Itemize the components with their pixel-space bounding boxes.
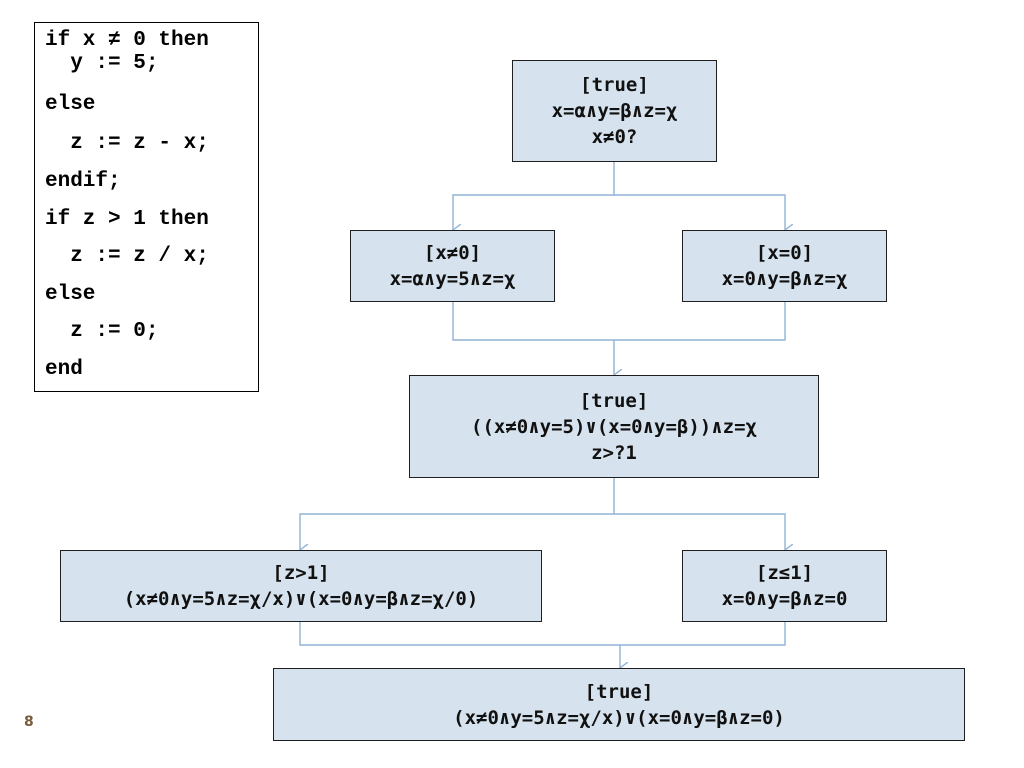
code-line-10: end — [45, 358, 83, 381]
node-x-zero-guard: [x=0] — [755, 242, 814, 264]
node-z-le1: [z≤1] x=0∧y=β∧z=0 — [682, 550, 887, 622]
node-root-state: x=α∧y=β∧z=χ — [551, 100, 678, 122]
code-line-1: if x ≠ 0 then — [45, 29, 209, 52]
node-x-nonzero-state: x=α∧y=5∧z=χ — [389, 268, 516, 290]
node-x-zero: [x=0] x=0∧y=β∧z=χ — [682, 230, 887, 302]
node-merge1: [true] ((x≠0∧y=5)∨(x=0∧y=β))∧z=χ z>?1 — [409, 375, 819, 478]
node-z-le1-guard: [z≤1] — [755, 562, 814, 584]
node-final: [true] (x≠0∧y=5∧z=χ/x)∨(x=0∧y=β∧z=0) — [273, 668, 965, 741]
node-root-condition: x≠0? — [591, 126, 638, 148]
node-final-guard: [true] — [584, 680, 654, 703]
node-x-nonzero: [x≠0] x=α∧y=5∧z=χ — [350, 230, 555, 302]
node-final-state: (x≠0∧y=5∧z=χ/x)∨(x=0∧y=β∧z=0) — [453, 706, 785, 729]
node-root-guard: [true] — [580, 74, 649, 96]
connector-root-split — [453, 162, 615, 230]
node-z-gt1-state: (x≠0∧y=5∧z=χ/x)∨(x=0∧y=β∧z=χ/0) — [123, 588, 479, 610]
node-z-le1-state: x=0∧y=β∧z=0 — [721, 588, 848, 610]
code-line-4: z := z - x; — [45, 132, 209, 155]
node-x-nonzero-guard: [x≠0] — [423, 242, 482, 264]
node-z-gt1: [z>1] (x≠0∧y=5∧z=χ/x)∨(x=0∧y=β∧z=χ/0) — [60, 550, 542, 622]
code-line-5: endif; — [45, 170, 121, 193]
code-line-3: else — [45, 93, 96, 116]
node-root: [true] x=α∧y=β∧z=χ x≠0? — [512, 60, 717, 162]
connector-merge1 — [452, 302, 786, 341]
slide-number: 8 — [24, 714, 34, 730]
code-line-2: y := 5; — [45, 52, 159, 75]
code-line-7: z := z / x; — [45, 245, 209, 268]
code-line-8: else — [45, 283, 96, 306]
node-merge1-guard: [true] — [579, 389, 649, 412]
node-z-gt1-guard: [z>1] — [272, 562, 330, 584]
node-merge1-condition: z>?1 — [591, 441, 637, 464]
connector-root-right — [614, 194, 785, 230]
node-merge1-state: ((x≠0∧y=5)∨(x=0∧y=β))∧z=χ — [471, 415, 757, 438]
code-line-6: if z > 1 then — [45, 208, 209, 231]
connector-merge1-right — [614, 513, 785, 550]
connector-merge1-split — [300, 478, 615, 550]
node-x-zero-state: x=0∧y=β∧z=χ — [721, 268, 848, 290]
connector-final — [299, 622, 786, 646]
code-listing: if x ≠ 0 then y := 5; else z := z - x; e… — [34, 22, 259, 392]
code-line-9: z := 0; — [45, 320, 159, 343]
